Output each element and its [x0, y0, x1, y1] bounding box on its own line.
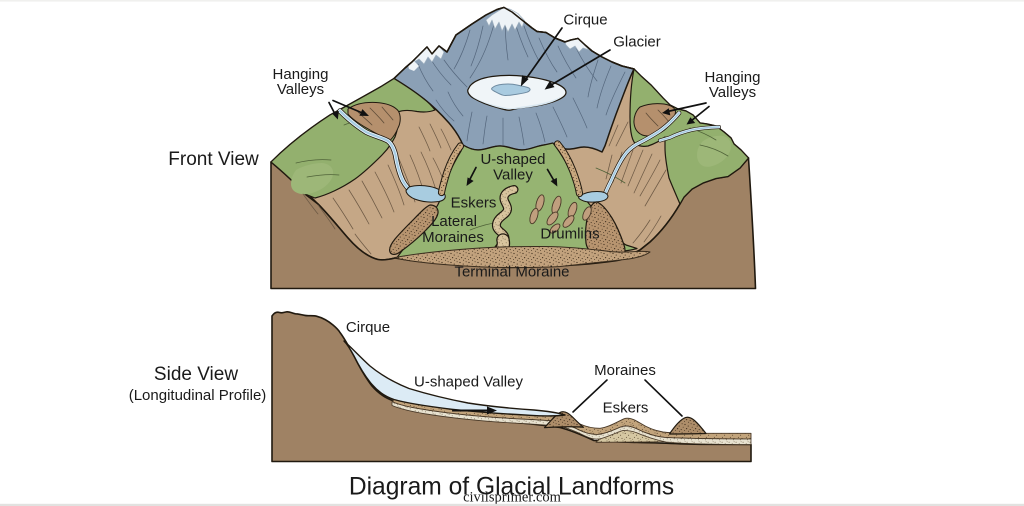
- svg-text:Cirque: Cirque: [563, 12, 607, 29]
- svg-text:U-shaped: U-shaped: [480, 151, 545, 168]
- svg-text:(Longitudinal Profile): (Longitudinal Profile): [129, 387, 267, 404]
- svg-text:Side View: Side View: [154, 364, 238, 385]
- svg-text:Moraines: Moraines: [422, 229, 484, 246]
- svg-text:Lateral: Lateral: [431, 213, 477, 230]
- svg-text:Eskers: Eskers: [451, 195, 497, 212]
- svg-text:Valleys: Valleys: [277, 81, 324, 98]
- svg-text:Diagram of Glacial Landforms: Diagram of Glacial Landforms: [349, 474, 674, 501]
- svg-text:Valleys: Valleys: [709, 84, 756, 101]
- svg-text:civilsprimer.com: civilsprimer.com: [463, 490, 562, 506]
- svg-text:Cirque: Cirque: [346, 319, 390, 336]
- svg-text:Eskers: Eskers: [603, 400, 649, 417]
- svg-text:Glacier: Glacier: [613, 34, 661, 51]
- svg-text:Moraines: Moraines: [594, 362, 656, 379]
- svg-text:Hanging: Hanging: [705, 69, 761, 86]
- svg-text:Front View: Front View: [168, 149, 259, 170]
- svg-text:Valley: Valley: [493, 167, 533, 184]
- svg-text:U-shaped Valley: U-shaped Valley: [414, 374, 523, 391]
- svg-text:Hanging: Hanging: [273, 66, 329, 83]
- svg-text:Drumlins: Drumlins: [540, 226, 599, 243]
- svg-text:Terminal Moraine: Terminal Moraine: [454, 264, 569, 281]
